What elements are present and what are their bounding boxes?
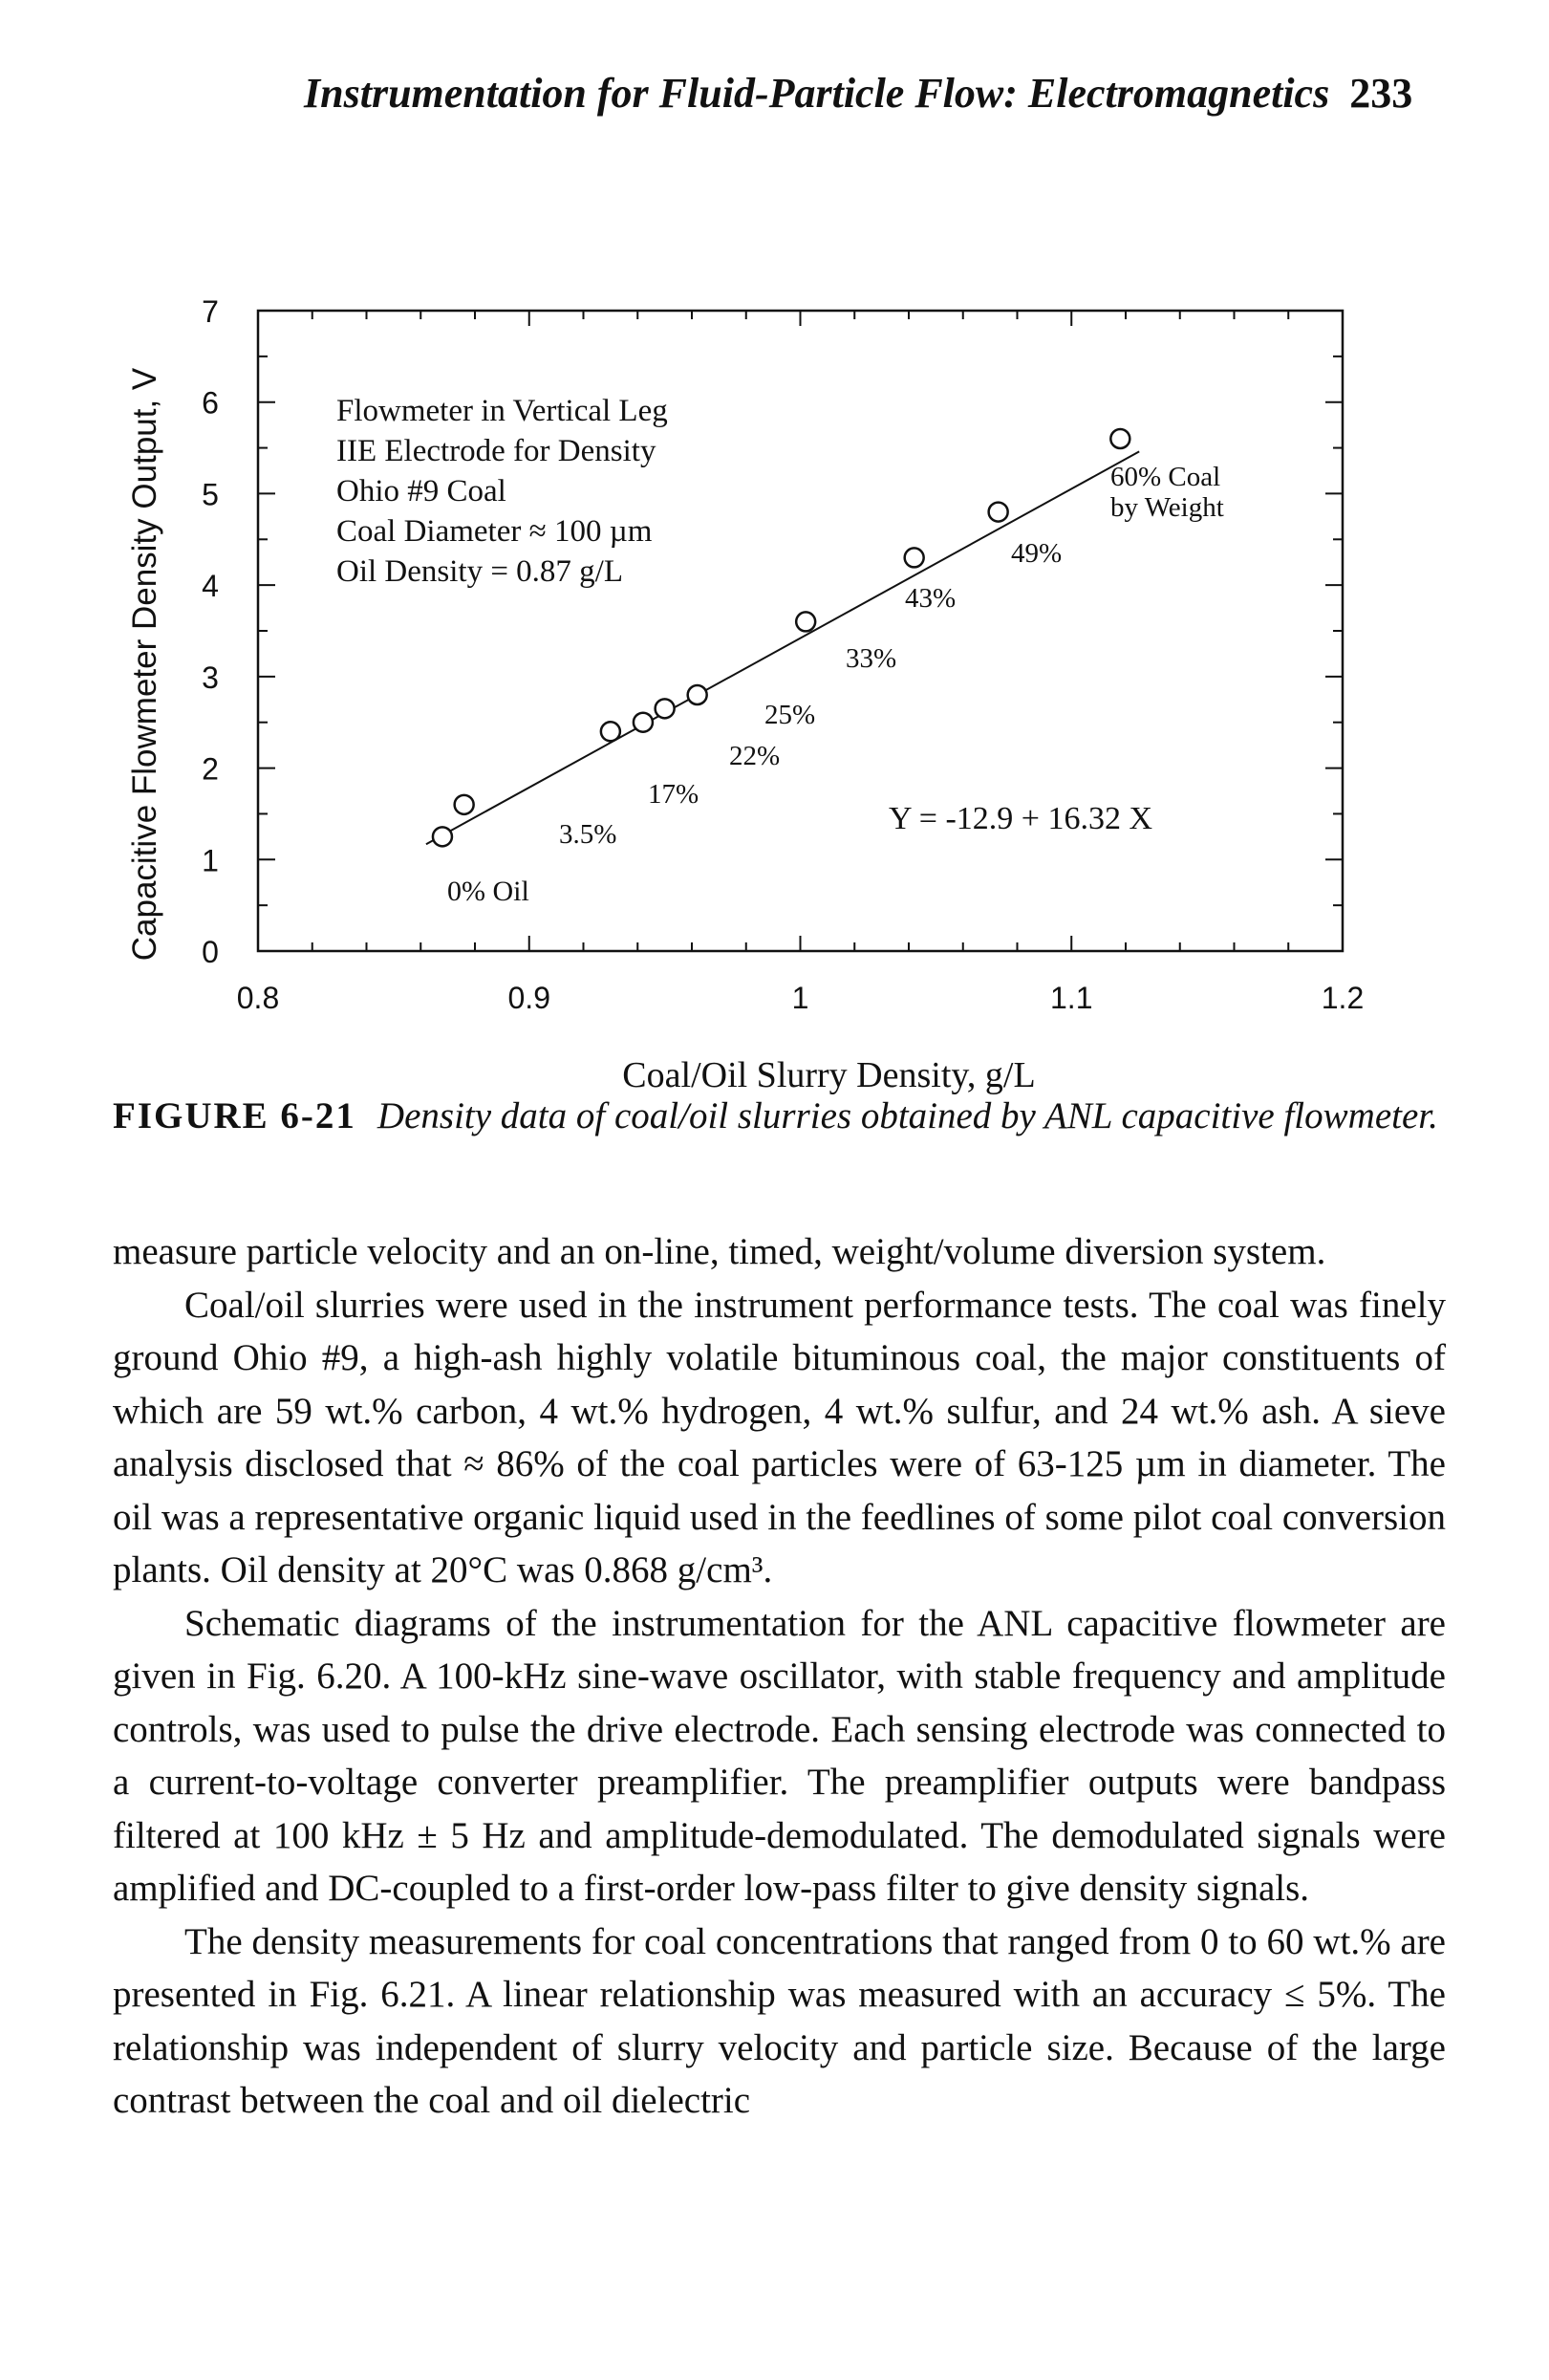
point-label: 17% bbox=[648, 779, 699, 810]
data-point bbox=[453, 793, 475, 816]
y-tick-label: 3 bbox=[202, 660, 219, 695]
y-tick-label: 2 bbox=[202, 752, 219, 787]
point-label: by Weight bbox=[1110, 492, 1224, 523]
data-point bbox=[599, 721, 622, 743]
legend-line: Ohio #9 Coal bbox=[336, 474, 506, 508]
x-tick-label: 0.8 bbox=[237, 981, 279, 1015]
x-tick-label: 1.1 bbox=[1050, 981, 1092, 1015]
running-head-title: Instrumentation for Fluid-Particle Flow:… bbox=[304, 70, 1330, 117]
paragraph-3: Schematic diagrams of the instrumentatio… bbox=[113, 1602, 1446, 1910]
running-head: Instrumentation for Fluid-Particle Flow:… bbox=[304, 69, 1451, 118]
paragraph-2: Coal/oil slurries were used in the instr… bbox=[113, 1284, 1446, 1591]
y-tick-label: 4 bbox=[202, 569, 219, 603]
x-tick-label: 1.2 bbox=[1322, 981, 1364, 1015]
figure-label: FIGURE 6-21 bbox=[113, 1095, 356, 1136]
x-tick-label: 1 bbox=[792, 981, 809, 1015]
page-number: 233 bbox=[1349, 70, 1413, 117]
data-point bbox=[654, 698, 676, 720]
figure-caption: FIGURE 6-21 Density data of coal/oil slur… bbox=[113, 1092, 1451, 1141]
x-axis-title: Coal/Oil Slurry Density, g/L bbox=[622, 1055, 1035, 1095]
fit-equation: Y = -12.9 + 16.32 X bbox=[889, 801, 1152, 836]
point-label: 0% Oil bbox=[447, 876, 529, 907]
data-point bbox=[1109, 427, 1131, 450]
point-label: 60% Coal bbox=[1110, 462, 1220, 492]
legend-line: Oil Density = 0.87 g/L bbox=[336, 554, 623, 589]
point-label: 22% bbox=[729, 741, 780, 771]
paragraph-1: measure particle velocity and an on-line… bbox=[113, 1231, 1326, 1272]
point-label: 3.5% bbox=[559, 819, 616, 850]
point-label: 49% bbox=[1011, 538, 1062, 569]
y-tick-label: 0 bbox=[202, 935, 219, 969]
legend-line: IIE Electrode for Density bbox=[336, 434, 656, 468]
data-point bbox=[431, 826, 454, 848]
data-point bbox=[794, 611, 817, 633]
legend-line: Coal Diameter ≈ 100 µm bbox=[336, 514, 653, 549]
data-point bbox=[686, 683, 708, 706]
data-point bbox=[987, 501, 1009, 523]
figure-caption-text: Density data of coal/oil slurries obtain… bbox=[376, 1095, 1438, 1136]
data-point bbox=[632, 711, 655, 733]
point-label: 43% bbox=[905, 583, 956, 614]
point-label: 33% bbox=[846, 643, 896, 674]
point-label: 25% bbox=[764, 700, 815, 730]
data-point bbox=[903, 547, 925, 569]
x-tick-label: 0.9 bbox=[508, 981, 550, 1015]
y-tick-label: 7 bbox=[202, 294, 219, 329]
legend-line: Flowmeter in Vertical Leg bbox=[336, 394, 668, 428]
fit-line bbox=[425, 450, 1140, 846]
y-axis-title: Capacitive Flowmeter Density Output, V bbox=[126, 367, 163, 961]
y-tick-label: 6 bbox=[202, 386, 219, 421]
y-tick-label: 1 bbox=[202, 843, 219, 877]
body-text: measure particle velocity and an on-line… bbox=[113, 1225, 1446, 2128]
y-tick-label: 5 bbox=[202, 477, 219, 511]
paragraph-4: The density measurements for coal concen… bbox=[113, 1920, 1446, 2122]
